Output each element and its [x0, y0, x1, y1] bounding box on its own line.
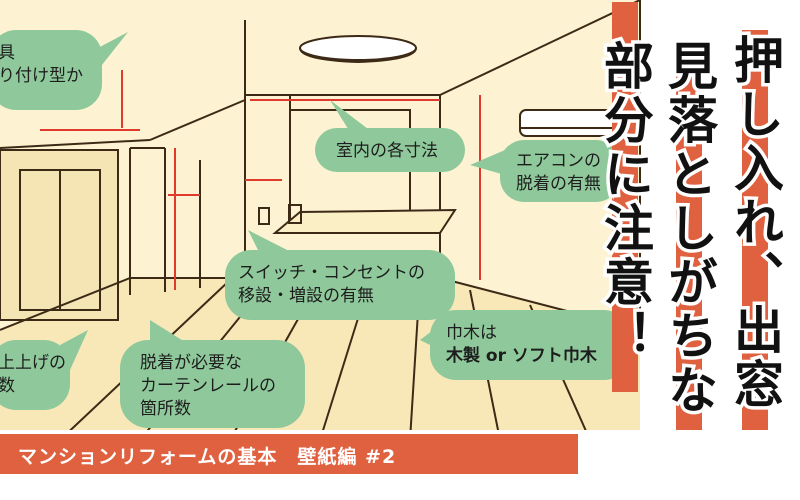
callout-curtain-line1: 脱着が必要な	[140, 353, 242, 373]
footer-title: マンションリフォームの基本 壁紙編 #2	[18, 446, 397, 468]
headline-col-2: 見落としがちな	[657, 37, 722, 422]
callout-switch-line1: スイッチ・コンセントの	[238, 263, 425, 283]
callout-baseboard-line2: 木製 or ソフト巾木	[446, 346, 597, 366]
callout-aircon: エアコンの 脱着の有無	[516, 150, 601, 196]
footer-title-bar: マンションリフォームの基本 壁紙編 #2	[0, 434, 578, 474]
callout-switch: スイッチ・コンセントの 移設・増設の有無	[238, 262, 425, 308]
callout-dimensions: 室内の各寸法	[336, 140, 438, 163]
callout-baseboard: 巾木は 木製 or ソフト巾木	[446, 322, 597, 368]
callout-top-left: 具 り付け型か	[0, 42, 83, 88]
headline-col-3: 部分に注意！	[593, 37, 658, 368]
callout-top-left-line1: 具	[0, 43, 15, 63]
callout-finish-line1: 上上げの	[0, 353, 66, 373]
callout-top-left-line2: り付け型か	[0, 66, 83, 86]
callout-aircon-line2: 脱着の有無	[516, 174, 601, 194]
callout-curtain-line2: カーテンレールの	[140, 376, 276, 396]
callout-finish-line2: 数	[0, 376, 15, 396]
callout-aircon-line1: エアコンの	[516, 151, 601, 171]
callout-dimensions-text: 室内の各寸法	[336, 141, 438, 161]
callout-baseboard-line1: 巾木は	[446, 323, 497, 343]
callout-switch-line2: 移設・増設の有無	[238, 286, 374, 306]
callout-finish: 上上げの 数	[0, 352, 66, 398]
headline-col-1: 押し入れ、出窓	[723, 31, 788, 416]
callout-curtain: 脱着が必要な カーテンレールの 箇所数	[140, 352, 276, 421]
callout-curtain-line3: 箇所数	[140, 399, 191, 419]
